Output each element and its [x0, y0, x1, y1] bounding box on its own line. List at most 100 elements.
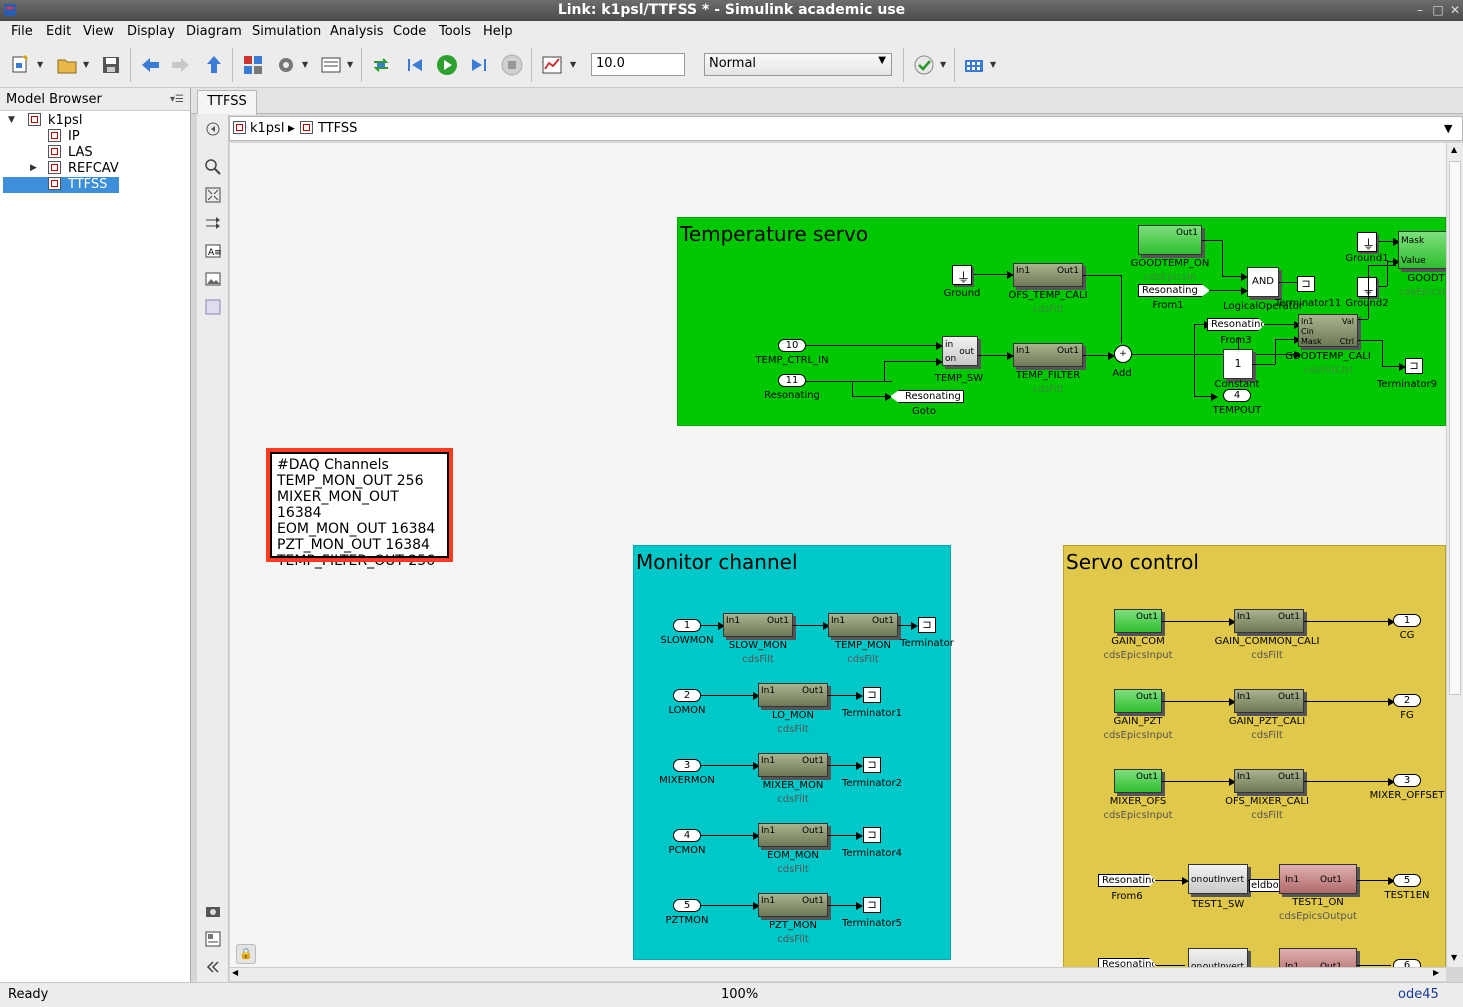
open-dropdown-icon[interactable]: ▼	[83, 60, 90, 69]
fit-view-icon[interactable]	[204, 186, 222, 204]
ground1-block[interactable]	[1357, 232, 1377, 253]
model-canvas[interactable]: #DAQ Channels TEMP_MON_OUT 256 MIXER_MON…	[230, 143, 1446, 967]
terminator9-block[interactable]: ⊐	[1405, 358, 1423, 374]
inport-1[interactable]: 1	[673, 619, 701, 632]
stop-time-input[interactable]: 10.0	[591, 53, 685, 76]
settings-dropdown-icon[interactable]: ▼	[302, 60, 309, 69]
image-icon[interactable]	[204, 270, 222, 288]
data-inspector-icon[interactable]	[539, 52, 565, 78]
outport-1[interactable]: 1	[1393, 614, 1421, 627]
terminator5-block[interactable]: ⊐	[863, 897, 881, 913]
inport-4[interactable]: 4	[673, 829, 701, 842]
inport-5[interactable]: 5	[673, 899, 701, 912]
menu-tools[interactable]: Tools	[439, 24, 472, 39]
from7-tag[interactable]: Resonating	[1098, 958, 1156, 967]
mixer-ofs-block[interactable]: Out1	[1114, 769, 1162, 793]
menu-display[interactable]: Display	[127, 24, 175, 39]
stop-icon[interactable]	[499, 52, 525, 78]
simulation-mode-select[interactable]: Normal▼	[704, 53, 892, 76]
advisor-dropdown-icon[interactable]: ▼	[940, 60, 947, 69]
vertical-scroll-thumb[interactable]	[1449, 161, 1461, 695]
menu-code[interactable]: Code	[393, 24, 427, 39]
gain-pzt-block[interactable]: Out1	[1114, 689, 1162, 713]
explorer-dropdown-icon[interactable]: ▼	[347, 60, 354, 69]
menu-analysis[interactable]: Analysis	[330, 24, 384, 39]
step-back-icon[interactable]	[402, 52, 428, 78]
tree-item-las[interactable]: LAS	[48, 145, 96, 161]
inport-10[interactable]: 10	[778, 339, 806, 352]
expand-refcav-icon[interactable]: ▶	[30, 163, 37, 173]
close-icon[interactable]: ✕	[1449, 3, 1461, 17]
menu-file[interactable]: File	[11, 24, 33, 39]
signal-arrows-icon[interactable]	[204, 214, 222, 232]
browser-menu-icon[interactable]: ▾☰	[170, 94, 184, 105]
scroll-up-icon[interactable]: ▲	[1451, 145, 1458, 154]
zoom-icon[interactable]	[204, 158, 222, 176]
gain-com-block[interactable]: Out1	[1114, 609, 1162, 633]
breadcrumb-dropdown-icon[interactable]: ▼	[1444, 122, 1453, 135]
gear-icon[interactable]	[273, 52, 299, 78]
tree-item-ip[interactable]: IP	[48, 129, 83, 145]
temperature-servo-area[interactable]: Temperature servo Out1 GOODTEMP_ON cdsEp…	[677, 217, 1446, 426]
model-advisor-icon[interactable]	[911, 52, 937, 78]
menu-simulation[interactable]: Simulation	[252, 24, 322, 39]
forward-arrow-icon[interactable]	[168, 52, 194, 78]
build-model-icon[interactable]	[961, 52, 987, 78]
new-model-icon[interactable]	[8, 52, 34, 78]
tree-item-refcav[interactable]: REFCAV	[48, 161, 122, 177]
goto-tag[interactable]: Resonating	[890, 390, 964, 403]
add-block[interactable]: +	[1114, 345, 1132, 363]
scroll-left-icon[interactable]: ◀	[232, 968, 239, 977]
goodtemp-on-block[interactable]: Out1	[1138, 225, 1202, 255]
breadcrumb-k1psl[interactable]: k1psl	[250, 121, 285, 136]
outport-3[interactable]: 3	[1393, 774, 1421, 787]
area-icon[interactable]	[204, 298, 222, 316]
camera-icon[interactable]	[204, 902, 222, 920]
build-dropdown-icon[interactable]: ▼	[990, 60, 997, 69]
update-diagram-icon[interactable]	[368, 52, 394, 78]
run-icon[interactable]	[434, 52, 460, 78]
solver-link[interactable]: ode45	[1398, 987, 1439, 1002]
collapse-palette-icon[interactable]	[204, 958, 222, 976]
step-forward-icon[interactable]	[466, 52, 492, 78]
constant-block[interactable]: 1	[1223, 349, 1253, 379]
inport-11[interactable]: 11	[778, 374, 806, 387]
outport-6[interactable]: 6	[1393, 959, 1421, 967]
inspector-dropdown-icon[interactable]: ▼	[570, 60, 577, 69]
terminator4-block[interactable]: ⊐	[863, 827, 881, 843]
daq-channels-note[interactable]: #DAQ Channels TEMP_MON_OUT 256 MIXER_MON…	[266, 448, 453, 569]
ground2-block[interactable]	[1357, 277, 1377, 298]
breadcrumb-ttfss[interactable]: TTFSS	[318, 121, 358, 136]
inport-3[interactable]: 3	[673, 759, 701, 772]
tree-item-ttfss[interactable]: TTFSS	[48, 177, 111, 193]
property-inspector-icon[interactable]	[204, 930, 222, 948]
terminator-block[interactable]: ⊐	[918, 617, 936, 633]
scroll-down-icon[interactable]: ▼	[1451, 953, 1458, 962]
menu-diagram[interactable]: Diagram	[186, 24, 242, 39]
library-browser-icon[interactable]	[240, 52, 266, 78]
from3-tag[interactable]: Resonating	[1207, 318, 1265, 331]
hide-browser-icon[interactable]	[204, 120, 222, 138]
vertical-scrollbar[interactable]: ▲ ▼	[1446, 143, 1463, 967]
open-folder-icon[interactable]	[54, 52, 80, 78]
from1-tag[interactable]: Resonating	[1138, 284, 1210, 297]
from6-tag[interactable]: Resonating	[1098, 874, 1156, 887]
maximize-icon[interactable]: □	[1432, 3, 1444, 17]
menu-help[interactable]: Help	[483, 24, 513, 39]
annotation-icon[interactable]: A≡	[204, 242, 222, 260]
servo-control-area[interactable]: Servo control Out1 GAIN_COM cdsEpicsInpu…	[1063, 545, 1446, 967]
